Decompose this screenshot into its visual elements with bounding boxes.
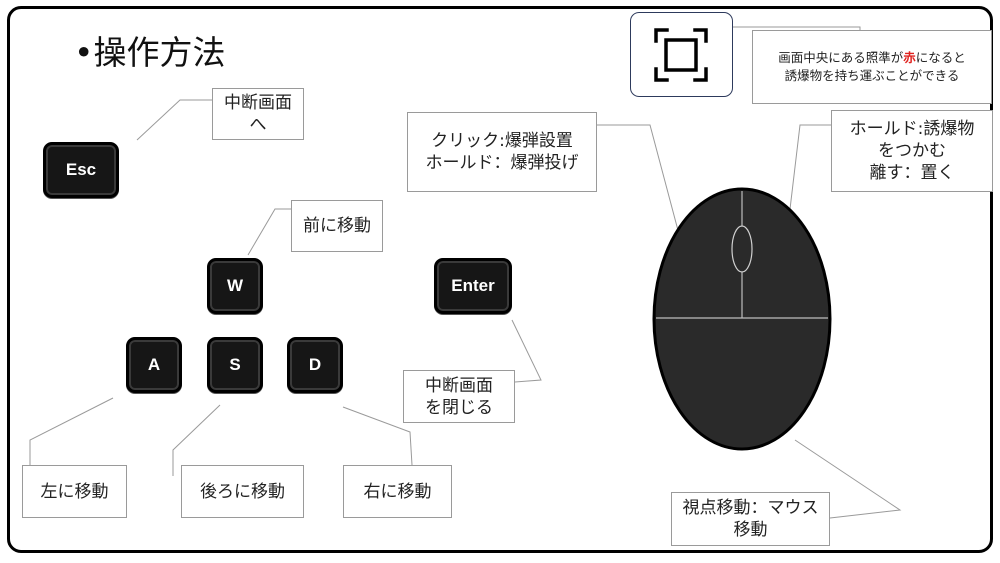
- right-click-label-line1: ホールド:誘爆物: [849, 119, 975, 139]
- leader-s: [172, 404, 221, 476]
- right-click-label-line3: 離す：置く: [869, 163, 955, 183]
- crosshair-note: 画面中央にある照準が赤になると 誘爆物を持ち運ぶことができる: [752, 30, 992, 104]
- leader-enter: [511, 319, 542, 383]
- left-click-label-line1: クリック:爆弾設置: [431, 131, 573, 151]
- left-click-label: クリック:爆弾設置 ホールド：爆弾投げ: [407, 112, 597, 192]
- enter-key: Enter: [434, 258, 512, 314]
- esc-label-line2: へ: [249, 115, 267, 135]
- crosshair-note-line1-post: になると: [915, 50, 966, 65]
- slide-title: •操作方法: [74, 33, 226, 72]
- right-click-label: ホールド:誘爆物 をつかむ 離す：置く: [831, 110, 993, 192]
- enter-label-line1: 中断画面: [425, 375, 493, 396]
- esc-label-line1: 中断画面: [224, 93, 292, 113]
- enter-label: 中断画面 を閉じる: [403, 370, 515, 423]
- d-label: 右に移動: [343, 465, 452, 518]
- crosshair-note-red-word: 赤: [903, 50, 916, 65]
- mouse-icon: [652, 187, 832, 451]
- mouse-move-label-line1: 視点移動：マウス: [682, 498, 819, 518]
- left-click-label-line2: ホールド：爆弾投げ: [425, 153, 579, 173]
- crosshair-note-line2: 誘爆物を持ち運ぶことができる: [784, 68, 960, 83]
- d-key: D: [287, 337, 343, 393]
- w-label: 前に移動: [291, 200, 383, 252]
- crosshair-icon: [654, 28, 708, 82]
- mouse-move-label: 視点移動：マウス 移動: [671, 492, 830, 546]
- enter-label-line2: を閉じる: [425, 397, 493, 418]
- a-key: A: [126, 337, 182, 393]
- right-click-label-line2: をつかむ: [878, 141, 946, 161]
- leader-esc: [136, 99, 212, 141]
- crosshair-note-line1-pre: 画面中央にある照準が: [778, 50, 904, 65]
- s-label-text: 後ろに移動: [200, 481, 285, 502]
- crosshair-note-line1: 画面中央にある照準が赤になると: [753, 49, 991, 67]
- leader-a: [29, 397, 114, 465]
- crosshair-icon-box: [630, 12, 733, 97]
- leader-w: [247, 208, 291, 256]
- leader-left-click: [597, 124, 689, 269]
- mouse-move-label-line2: 移動: [733, 520, 768, 540]
- d-label-text: 右に移動: [363, 481, 432, 502]
- a-label: 左に移動: [22, 465, 127, 518]
- esc-key: Esc: [43, 142, 119, 198]
- s-label: 後ろに移動: [181, 465, 304, 518]
- s-key: S: [207, 337, 263, 393]
- leader-d: [342, 406, 413, 466]
- leader-mouse-move: [794, 439, 902, 519]
- a-label-text: 左に移動: [40, 481, 109, 502]
- leader-crosshair: [733, 26, 861, 30]
- w-label-text: 前に移動: [303, 216, 371, 236]
- esc-label: 中断画面 へ: [212, 88, 304, 140]
- slide-frame: [7, 6, 993, 553]
- w-key: W: [207, 258, 263, 314]
